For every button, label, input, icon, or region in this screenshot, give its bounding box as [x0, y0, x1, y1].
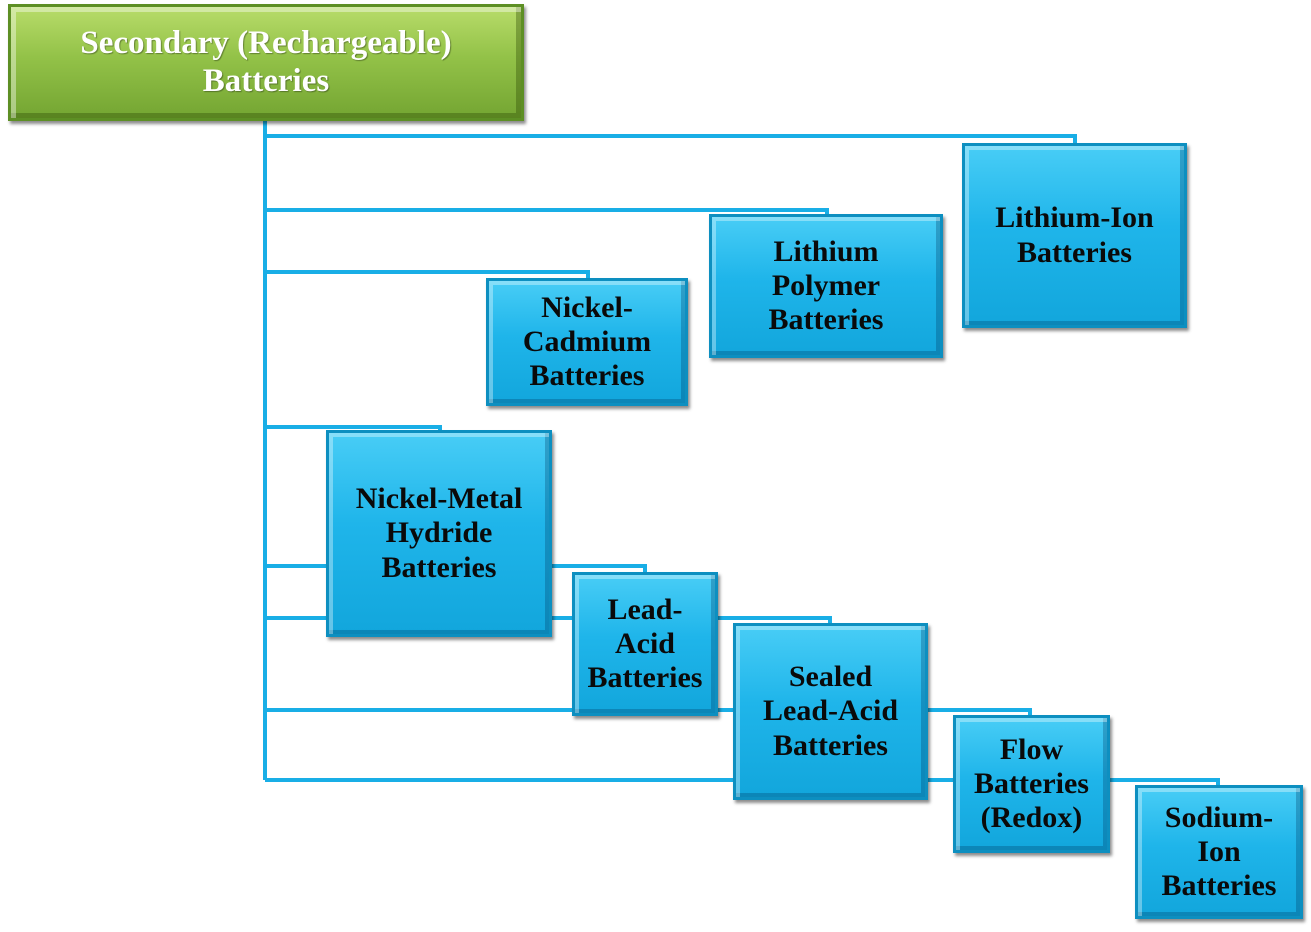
connector-flow	[265, 708, 1032, 715]
connector-lithium-polymer	[265, 208, 829, 214]
root-node-label: Secondary (Rechargeable) Batteries	[80, 24, 452, 99]
node-label: Nickel- Cadmium Batteries	[522, 290, 652, 393]
connector-nickel-cadmium	[265, 270, 590, 278]
node-label: Sealed Lead-Acid Batteries	[763, 660, 898, 762]
node-label: Lithium-Ion Batteries	[995, 201, 1154, 269]
root-node-secondary-batteries: Secondary (Rechargeable) Batteries	[8, 4, 524, 121]
node-lithium-ion-batteries: Lithium-Ion Batteries	[962, 143, 1187, 328]
node-label: Lead- Acid Batteries	[587, 592, 703, 695]
node-label: Lithium Polymer Batteries	[768, 234, 884, 337]
connector-sodium-ion	[265, 778, 1220, 785]
node-nickel-cadmium-batteries: Nickel- Cadmium Batteries	[486, 278, 688, 406]
node-lead-acid-batteries: Lead- Acid Batteries	[572, 572, 718, 716]
node-flow-batteries-redox: Flow Batteries (Redox)	[953, 715, 1110, 853]
node-nickel-metal-hydride-batteries: Nickel-Metal Hydride Batteries	[326, 430, 552, 637]
node-label: Flow Batteries (Redox)	[974, 732, 1089, 835]
node-lithium-polymer-batteries: Lithium Polymer Batteries	[709, 214, 943, 358]
connector-lithium-ion	[265, 134, 1077, 143]
node-label: Sodium- Ion Batteries	[1161, 800, 1277, 903]
node-label: Nickel-Metal Hydride Batteries	[355, 482, 523, 584]
node-sealed-lead-acid-batteries: Sealed Lead-Acid Batteries	[733, 623, 928, 800]
connector-nickel-metal-hydride	[265, 425, 442, 430]
node-sodium-ion-batteries: Sodium- Ion Batteries	[1135, 785, 1303, 919]
